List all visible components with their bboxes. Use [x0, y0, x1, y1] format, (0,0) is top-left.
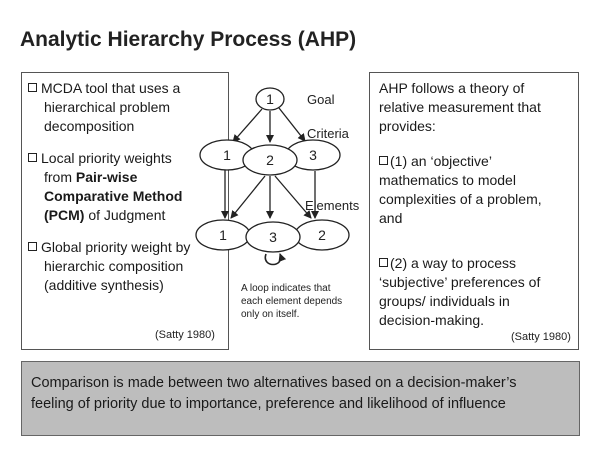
ahp-intro: AHP follows a theory of relative measure… [379, 79, 577, 136]
bullet-mcda: MCDA tool that uses a hierarchical probl… [28, 79, 228, 136]
level-label-criteria: Criteria [307, 126, 350, 141]
element-node [245, 221, 301, 253]
comparison-note: Comparison is made between two alternati… [21, 361, 580, 436]
checkbox-bullet-icon [28, 153, 37, 162]
bullet-text: Local priority weights [41, 150, 172, 166]
bullet-text: (additive synthesis) [44, 277, 164, 293]
self-loop-icon [264, 253, 287, 266]
provision-subjective: (2) a way to process ‘subjective’ prefer… [379, 254, 577, 330]
bullet-text: MCDA tool that uses a [41, 80, 181, 96]
checkbox-bullet-icon [28, 83, 37, 92]
bullet-text: hierarchic composition [44, 258, 184, 274]
goal-node-label: 1 [266, 91, 274, 107]
provision-objective: (1) an ‘objective’ mathematics to model … [379, 152, 577, 228]
note-text: Comparison is made between two alternati… [31, 375, 517, 391]
bullet-text: from [44, 169, 72, 185]
panel-text: decision-making. [379, 312, 485, 328]
panel-text: (2) a way to process [390, 255, 517, 271]
loop-caption: A loop indicates that [241, 283, 331, 294]
panel-text: relative measurement that [379, 99, 541, 115]
panel-text: AHP follows a theory of [379, 80, 525, 96]
bullet-text: decomposition [44, 118, 135, 134]
bullet-bold-text: Comparative Method [44, 188, 183, 204]
hierarchy-diagram: 1 1 2 3 1 3 2 Goal Criteria Elements A l… [195, 87, 360, 320]
edge-arrow [278, 107, 306, 142]
element-node-label: 3 [269, 229, 277, 245]
right-panel: AHP follows a theory of relative measure… [369, 72, 579, 350]
bullet-bold-text: Pair-wise [75, 169, 138, 185]
loop-caption: each element depends [241, 296, 342, 307]
bullet-text: Global priority weight by [41, 239, 191, 255]
goal-node [255, 87, 285, 111]
checkbox-bullet-icon [28, 242, 37, 251]
checkbox-bullet-icon [379, 156, 388, 165]
panel-text: mathematics to model [379, 172, 516, 188]
left-panel: MCDA tool that uses a hierarchical probl… [21, 72, 229, 350]
bullet-text: hierarchical problem [44, 99, 171, 115]
element-node-label: 1 [219, 227, 227, 243]
note-text: feeling of priority due to importance, p… [31, 396, 506, 412]
panel-text: complexities of a problem, [379, 191, 542, 207]
bullet-text: of Judgment [88, 207, 166, 223]
panel-text: (1) an ‘objective’ [390, 153, 492, 169]
checkbox-bullet-icon [379, 258, 388, 267]
panel-text: and [379, 210, 403, 226]
left-citation: (Satty 1980) [155, 329, 215, 341]
edge-arrow [274, 175, 312, 219]
bullet-bold-text: (PCM) [44, 207, 85, 223]
bullet-local-weights: Local priority weights from Pair-wise Co… [28, 149, 228, 225]
right-citation: (Satty 1980) [511, 331, 571, 343]
level-label-elements: Elements [305, 198, 360, 213]
level-label-goal: Goal [307, 92, 335, 107]
panel-text: groups/ individuals in [379, 293, 510, 309]
edge-arrow [230, 175, 266, 219]
edge-arrow [232, 108, 263, 143]
element-node-label: 2 [318, 227, 326, 243]
panel-text: ‘subjective’ preferences of [379, 274, 541, 290]
criteria-node-label: 3 [309, 147, 317, 163]
page-title: Analytic Hierarchy Process (AHP) [20, 28, 357, 51]
panel-text: provides: [379, 118, 436, 134]
bullet-global-weight: Global priority weight by hierarchic com… [28, 238, 228, 295]
criteria-node-label: 2 [266, 152, 274, 168]
loop-caption: only on itself. [241, 309, 299, 320]
criteria-node-label: 1 [223, 147, 231, 163]
criteria-node [242, 144, 298, 176]
